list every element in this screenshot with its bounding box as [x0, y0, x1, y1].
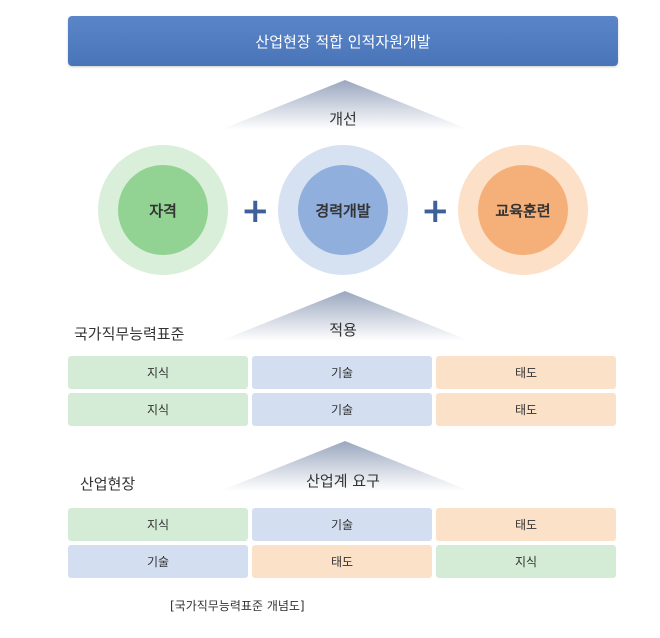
banner-title: 산업현장 적합 인적자원개발 [255, 32, 431, 51]
label-industry-site: 산업현장 [80, 475, 136, 493]
cell-s2-r2-c3: 태도 [436, 393, 616, 426]
circle-qualification-label: 자격 [118, 165, 208, 255]
triangle-improve [220, 80, 470, 130]
triangle-industry [220, 441, 470, 491]
cell-s3-r1-c2: 기술 [252, 508, 432, 541]
cell-s3-r1-c1: 지식 [68, 508, 248, 541]
cell-s2-r1-c3: 태도 [436, 356, 616, 389]
plus-icon: + [241, 191, 270, 231]
cell-s3-r2-c3: 지식 [436, 545, 616, 578]
label-ncs: 국가직무능력표준 [74, 325, 185, 343]
circle-qualification: 자격 [98, 145, 228, 275]
label-apply: 적용 [329, 321, 357, 339]
cell-s2-r2-c1: 지식 [68, 393, 248, 426]
plus-icon: + [421, 191, 450, 231]
cell-s3-r1-c3: 태도 [436, 508, 616, 541]
cell-s3-r2-c2: 태도 [252, 545, 432, 578]
label-industry-demand: 산업계 요구 [306, 472, 380, 490]
circle-training-label: 교육훈련 [478, 165, 568, 255]
label-improve: 개선 [329, 110, 357, 128]
circle-career-label: 경력개발 [298, 165, 388, 255]
figure-caption: [국가직무능력표준 개념도] [170, 599, 305, 613]
title-banner: 산업현장 적합 인적자원개발 [68, 16, 618, 66]
circle-training: 교육훈련 [458, 145, 588, 275]
cell-s2-r1-c2: 기술 [252, 356, 432, 389]
cell-s2-r1-c1: 지식 [68, 356, 248, 389]
circle-career: 경력개발 [278, 145, 408, 275]
triangle-apply [220, 291, 470, 341]
cell-s2-r2-c2: 기술 [252, 393, 432, 426]
cell-s3-r2-c1: 기술 [68, 545, 248, 578]
